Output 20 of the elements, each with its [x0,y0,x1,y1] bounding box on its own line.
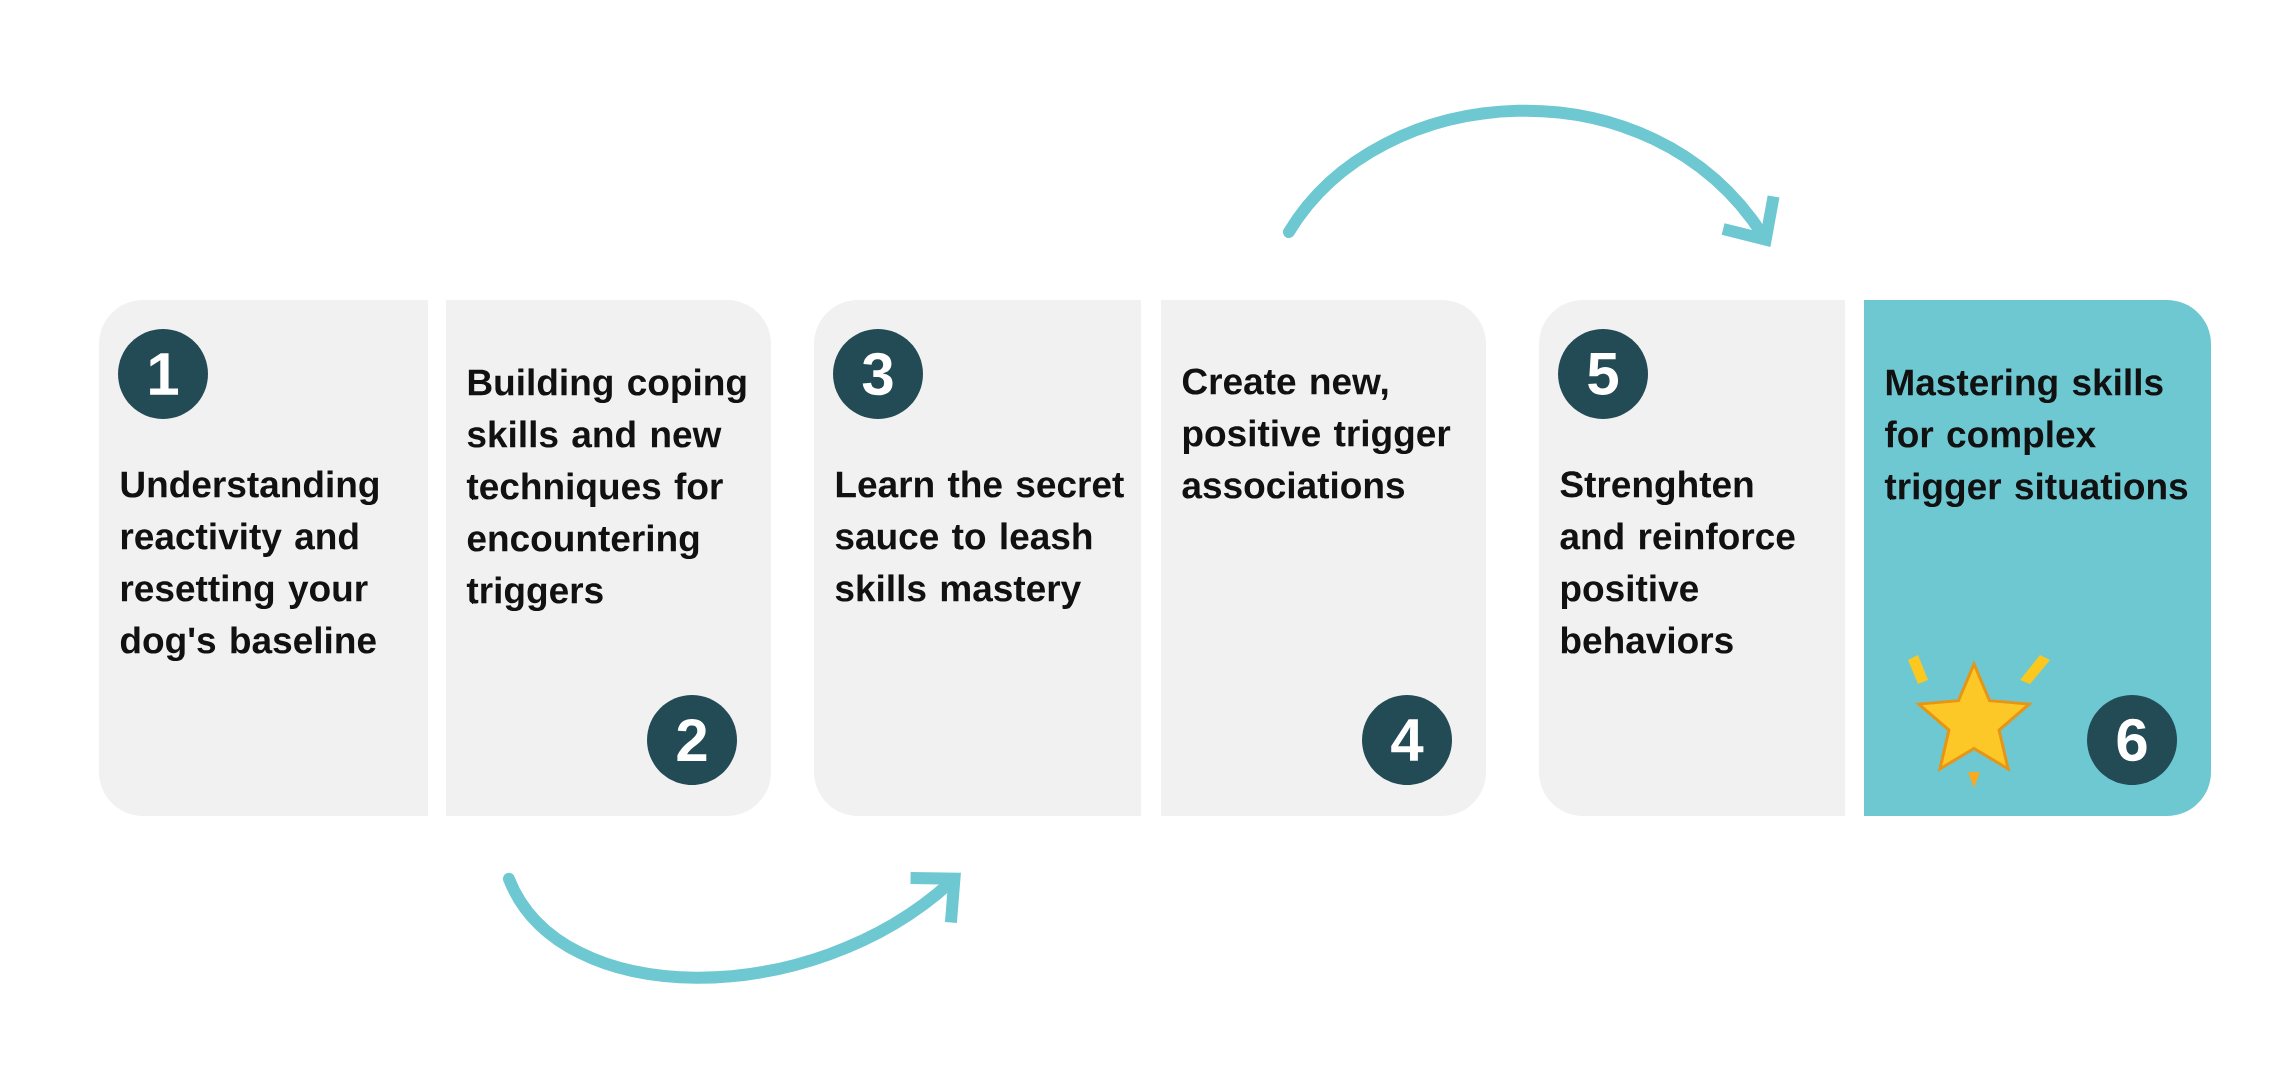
step-panel [814,300,1141,816]
step-text: Mastering skills for complex trigger situations [1884,368,2188,508]
number-badge: 6 [2087,695,2178,785]
number-badge: 5 [1558,329,1648,419]
curved-arrow [502,872,961,984]
step-panel [1161,300,1486,816]
step-text: Create new, positive trigger associations [1182,368,1451,499]
number-badge: 4 [1362,695,1452,785]
number-badge: 3 [833,329,923,419]
step-text: Understanding reactivity and resetting your dog's baseline [120,470,378,662]
curved-arrow [1282,104,1780,247]
step-panel [446,300,771,816]
step-panel [99,300,428,816]
number-badge: 1 [118,329,208,419]
step-panel [1864,300,2211,816]
step-text: Learn the secret sauce to leash skills mastery [835,470,1124,609]
step-text: Strenghten and reinforce positive behaviors [1560,470,1795,654]
step-panel [1539,300,1845,816]
step-text: Building coping skills and new techniques for encountering triggers [466,368,746,612]
number-badge: 2 [647,695,737,785]
